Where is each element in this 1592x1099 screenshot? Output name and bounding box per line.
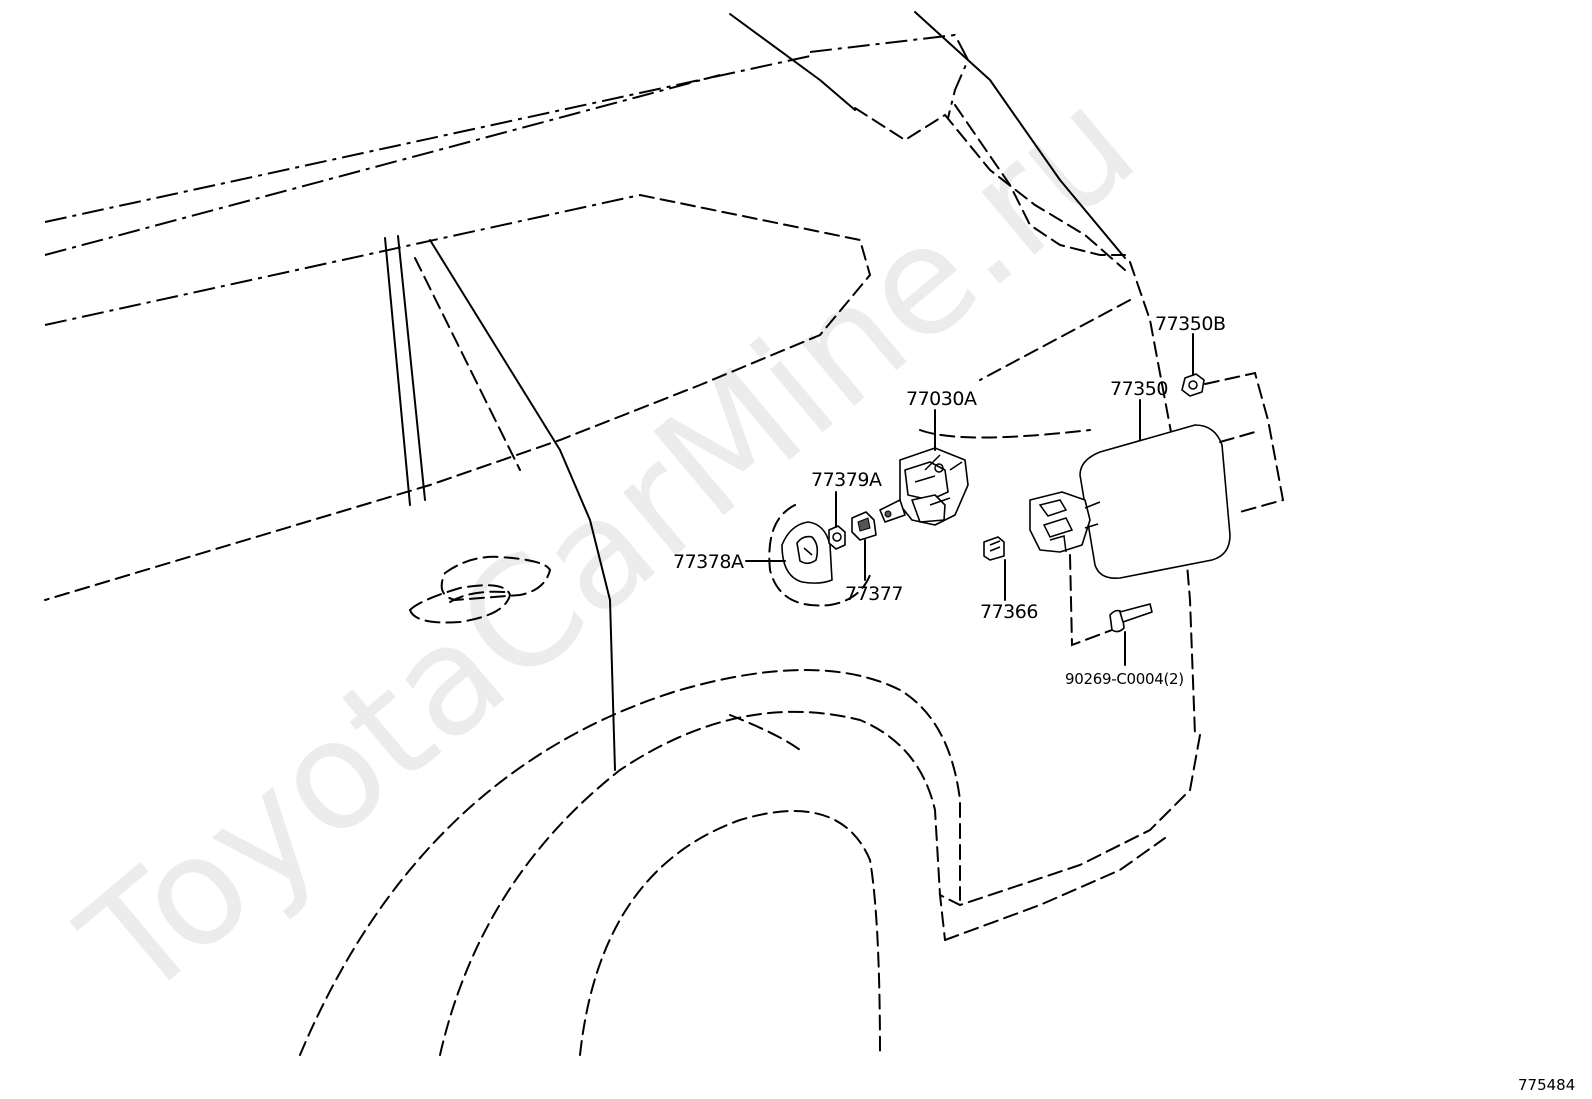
- figure-number: 775484: [1518, 1076, 1575, 1094]
- leader-lines: [745, 333, 1285, 666]
- part-77378A-housing: [781, 521, 833, 584]
- part-77030A-actuator: [879, 447, 969, 526]
- callouts: 77350B 77350 77030A 77379A 77378A 77377 …: [673, 313, 1226, 688]
- callout-77350: 77350: [1110, 378, 1168, 400]
- part-77350-fuel-lid: [1029, 424, 1231, 580]
- callout-90269-C0004: 90269-C0004(2): [1065, 670, 1184, 688]
- part-90269-rivet: [1109, 603, 1153, 633]
- part-77377-gasket: [851, 511, 877, 541]
- part-77366-clip: [983, 536, 1005, 561]
- callout-77350B: 77350B: [1155, 313, 1225, 335]
- callout-77377: 77377: [845, 583, 903, 605]
- part-77379A-nut: [828, 525, 846, 550]
- part-77350B-bumper: [1181, 373, 1205, 397]
- vehicle-body-outline: [44, 11, 1201, 1056]
- callout-77378A: 77378A: [673, 551, 744, 573]
- callout-77379A: 77379A: [811, 469, 882, 491]
- callout-77366: 77366: [980, 601, 1038, 623]
- callout-77030A: 77030A: [906, 388, 977, 410]
